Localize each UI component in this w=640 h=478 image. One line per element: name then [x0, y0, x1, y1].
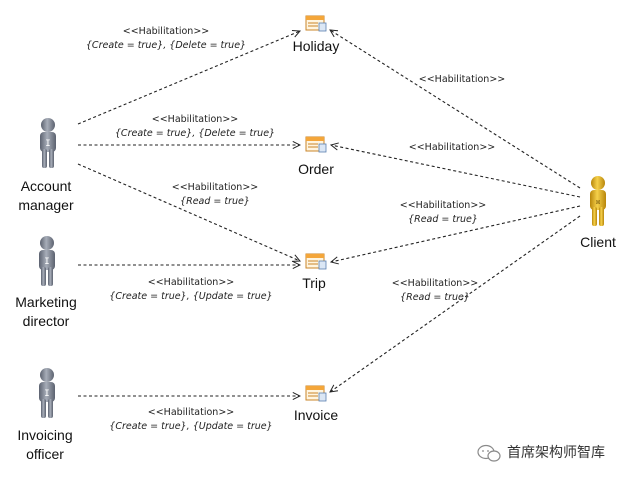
- watermark-text: 首席架构师智库: [507, 445, 605, 461]
- edge-stereotype: <<Habilitation>>: [152, 114, 239, 125]
- edge-client-trip: [331, 205, 581, 262]
- edge-client-invoice: [330, 215, 581, 392]
- edge-account-manager-holiday: [77, 31, 300, 125]
- edge-stereotype: <<Habilitation>>: [419, 74, 506, 85]
- edge-condition: {Create = true}, {Delete = true}: [115, 128, 275, 139]
- edge-stereotype: <<Habilitation>>: [172, 182, 259, 193]
- watermark: 首席架构师智库: [477, 444, 605, 462]
- class-trip[interactable]: Trip: [302, 253, 327, 291]
- actor-icon: I: [40, 118, 56, 168]
- actor-client[interactable]: ☒ Client: [580, 176, 616, 250]
- class-label: Trip: [302, 275, 326, 291]
- edge-stereotype: <<Habilitation>>: [123, 26, 210, 37]
- edge-condition: {Create = true}, {Update = true}: [109, 291, 272, 302]
- class-icon: [305, 15, 327, 32]
- actor-icon: ☒: [590, 176, 606, 226]
- edge-stereotype: <<Habilitation>>: [148, 277, 235, 288]
- svg-text:☒: ☒: [596, 197, 601, 206]
- class-label: Order: [298, 161, 334, 177]
- actor-label-line1: Invoicing: [17, 427, 72, 443]
- actor-invoicing-officer[interactable]: I Invoicing officer: [17, 368, 73, 462]
- class-icon: [305, 136, 327, 153]
- class-icon: [305, 253, 327, 270]
- edge-stereotype: <<Habilitation>>: [392, 278, 479, 289]
- actor-label-line1: Marketing: [15, 294, 76, 310]
- actor-label-line2: officer: [26, 446, 64, 462]
- svg-text:I: I: [44, 257, 49, 267]
- svg-text:I: I: [45, 139, 50, 149]
- edge-condition: {Create = true}, {Update = true}: [109, 421, 272, 432]
- edge-stereotype: <<Habilitation>>: [400, 200, 487, 211]
- edge-account-manager-trip: [77, 163, 300, 261]
- actor-icon: I: [39, 368, 55, 418]
- edge-stereotype: <<Habilitation>>: [148, 407, 235, 418]
- class-holiday[interactable]: Holiday: [293, 15, 340, 54]
- edge-condition: {Read = true}: [408, 214, 478, 225]
- edge-condition: {Read = true}: [180, 196, 250, 207]
- class-label: Holiday: [293, 38, 340, 54]
- edge-client-order: [331, 145, 581, 198]
- edge-client-holiday: [330, 30, 581, 189]
- edge-condition: {Read = true}: [400, 292, 470, 303]
- actor-label-line1: Account: [21, 178, 72, 194]
- edge-condition: {Create = true}, {Delete = true}: [86, 40, 246, 51]
- edge-stereotype: <<Habilitation>>: [409, 142, 496, 153]
- class-order[interactable]: Order: [298, 136, 334, 177]
- actor-account-manager[interactable]: I Account manager: [18, 118, 74, 213]
- wechat-icon: [477, 444, 501, 462]
- class-label: Invoice: [294, 407, 339, 423]
- actor-icon: I: [39, 236, 55, 286]
- actor-marketing-director[interactable]: I Marketing director: [15, 236, 77, 329]
- actor-label-line2: director: [23, 313, 70, 329]
- class-invoice[interactable]: Invoice: [294, 385, 339, 423]
- class-icon: [305, 385, 327, 402]
- svg-text:I: I: [44, 389, 49, 399]
- actor-label: Client: [580, 234, 616, 250]
- actor-label-line2: manager: [18, 197, 74, 213]
